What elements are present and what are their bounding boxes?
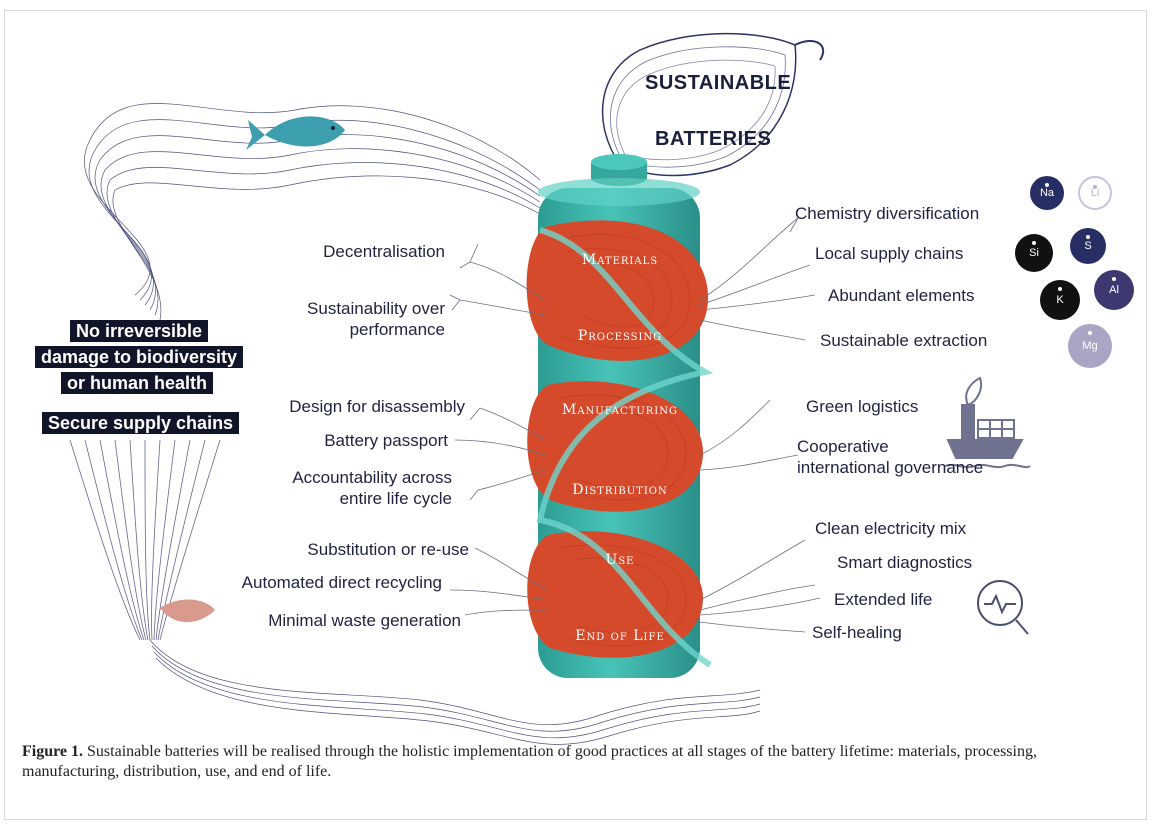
label-cooperative-2: international governance: [797, 458, 984, 477]
figure-frame: [4, 10, 1147, 820]
label-waste: Minimal waste generation: [268, 611, 461, 630]
badge-secure-supply: Secure supply chains: [42, 412, 240, 434]
label-abundant: Abundant elements: [828, 286, 975, 305]
caption-text: Sustainable batteries will be realised t…: [22, 743, 1037, 780]
atom-si: Si: [1015, 234, 1053, 272]
ribbon-left: [83, 103, 541, 321]
label-chemistry: Chemistry diversification: [795, 204, 980, 223]
label-extraction: Sustainable extraction: [820, 331, 988, 350]
figure-caption: Figure 1. Sustainable batteries will be …: [22, 742, 1132, 782]
label-accountability-2: entire life cycle: [339, 489, 452, 508]
label-self-healing: Self-healing: [812, 623, 902, 642]
stage-end-of-life: End of Life: [575, 628, 665, 644]
connectors-left: [449, 243, 549, 616]
label-sustainability-2: performance: [349, 320, 445, 339]
badge-irreversible-3: or human health: [61, 372, 214, 394]
caption-label: Figure 1.: [22, 743, 84, 760]
label-sustainability-1: Sustainability over: [307, 299, 445, 318]
label-recycling: Automated direct recycling: [241, 573, 442, 592]
stage-distribution: Distribution: [572, 482, 668, 498]
ribbon-bottom: [149, 639, 761, 745]
fish-icon: [246, 116, 345, 150]
leaf-icon: [160, 599, 215, 623]
coil-ribbon: [536, 227, 714, 668]
ship-icon: [944, 376, 1031, 469]
ribbon-fan: [69, 439, 221, 641]
coil-3: [527, 531, 704, 658]
atom-k: K: [1040, 280, 1080, 320]
title-line2: BATTERIES: [655, 128, 771, 150]
label-battery-passport: Battery passport: [324, 431, 448, 450]
badge-irreversible-2: damage to biodiversity: [35, 346, 244, 368]
diagnostics-magnifier-icon: [977, 580, 1029, 635]
atom-al: Al: [1094, 270, 1134, 310]
atom-mg: Mg: [1068, 324, 1112, 368]
title-leaf: SUSTAINABLE BATTERIES: [601, 32, 825, 177]
atom-li: Li: [1078, 176, 1112, 210]
label-cooperative-1: Cooperative: [797, 437, 889, 456]
label-extended-life: Extended life: [834, 590, 933, 609]
atom-na: Na: [1030, 176, 1064, 210]
badge-irreversible-1: No irreversible: [70, 320, 209, 342]
title-line1: SUSTAINABLE: [645, 72, 791, 94]
stage-materials: Materials: [581, 252, 659, 268]
label-design-disassembly: Design for disassembly: [289, 397, 465, 416]
label-decentralisation: Decentralisation: [323, 242, 445, 261]
stage-manufacturing: Manufacturing: [562, 402, 678, 418]
label-smart-diagnostics: Smart diagnostics: [837, 553, 973, 572]
stage-use: Use: [605, 552, 635, 568]
label-green-logistics: Green logistics: [806, 397, 919, 416]
label-local-supply: Local supply chains: [815, 244, 964, 263]
stage-processing: Processing: [577, 328, 663, 344]
atom-s: S: [1070, 228, 1106, 264]
label-clean-electricity: Clean electricity mix: [815, 519, 967, 538]
coil-2: [527, 381, 704, 512]
label-accountability-1: Accountability across: [292, 468, 452, 487]
label-substitution: Substitution or re-use: [307, 540, 469, 559]
connectors-right: [699, 217, 821, 633]
